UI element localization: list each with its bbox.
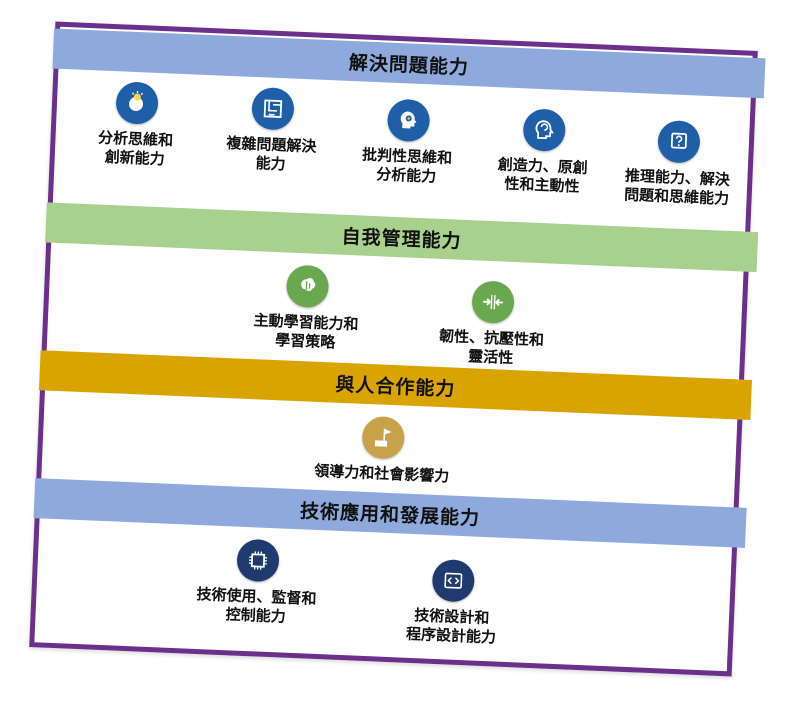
skill-label: 技術使用、監督和 控制能力: [196, 584, 317, 626]
skill-critical-thinking: 批判性思維和 分析能力: [326, 96, 489, 189]
teamwork-band: 與人合作能力: [38, 350, 753, 421]
brain-icon: [285, 264, 330, 309]
code-icon: [431, 558, 476, 603]
skill-active-learning: 主動學習能力和 學習策略: [225, 262, 388, 355]
creative-head-icon: [522, 108, 567, 152]
self-management-band: 自我管理能力: [45, 202, 759, 273]
skill-label: 分析思維和 創新能力: [97, 128, 174, 169]
skills-card: 解決問題能力 分析思維和 創新能力 複雜問題解決 能力 批判性思維和 分析能力: [29, 21, 766, 677]
skill-label: 複雜問題解決 能力: [226, 133, 317, 174]
skill-tech-design: 技術設計和 程序設計能力: [371, 556, 534, 649]
skill-label: 主動學習能力和 學習策略: [253, 311, 359, 352]
skill-analytical-thinking: 分析思維和 創新能力: [54, 79, 217, 172]
skill-resilience: 韌性、抗壓性和 靈活性: [410, 278, 573, 371]
skill-creativity: 創造力、原創 性和主動性: [462, 106, 625, 199]
technology-band: 技術應用和發展能力: [33, 478, 747, 548]
band-title: 解決問題能力: [348, 51, 470, 79]
band-title: 與人合作能力: [335, 373, 456, 401]
skill-leadership: 領導力和社會影響力: [301, 413, 464, 487]
skill-label: 批判性思維和 分析能力: [361, 145, 453, 186]
lightbulb-head-icon: [115, 81, 159, 125]
skill-label: 韌性、抗壓性和 靈活性: [438, 326, 545, 368]
gear-head-icon: [386, 98, 431, 143]
skill-reasoning: 推理能力、解決 問題和思維能力: [596, 117, 759, 210]
flag-icon: [361, 415, 406, 460]
compress-arrows-icon: [471, 280, 515, 324]
skill-label: 領導力和社會影響力: [313, 461, 450, 486]
skill-label: 技術設計和 程序設計能力: [405, 606, 497, 647]
chip-icon: [236, 538, 280, 583]
skill-tech-use: 技術使用、監督和 控制能力: [175, 536, 338, 629]
skill-complex-problem-solving: 複雜問題解決 能力: [190, 84, 353, 177]
skill-label: 推理能力、解決 問題和思維能力: [623, 166, 731, 208]
maze-icon: [251, 86, 295, 131]
skill-label: 創造力、原創 性和主動性: [497, 155, 589, 196]
question-icon: [657, 119, 701, 164]
band-title: 技術應用和發展能力: [299, 499, 481, 530]
band-title: 自我管理能力: [341, 225, 463, 253]
